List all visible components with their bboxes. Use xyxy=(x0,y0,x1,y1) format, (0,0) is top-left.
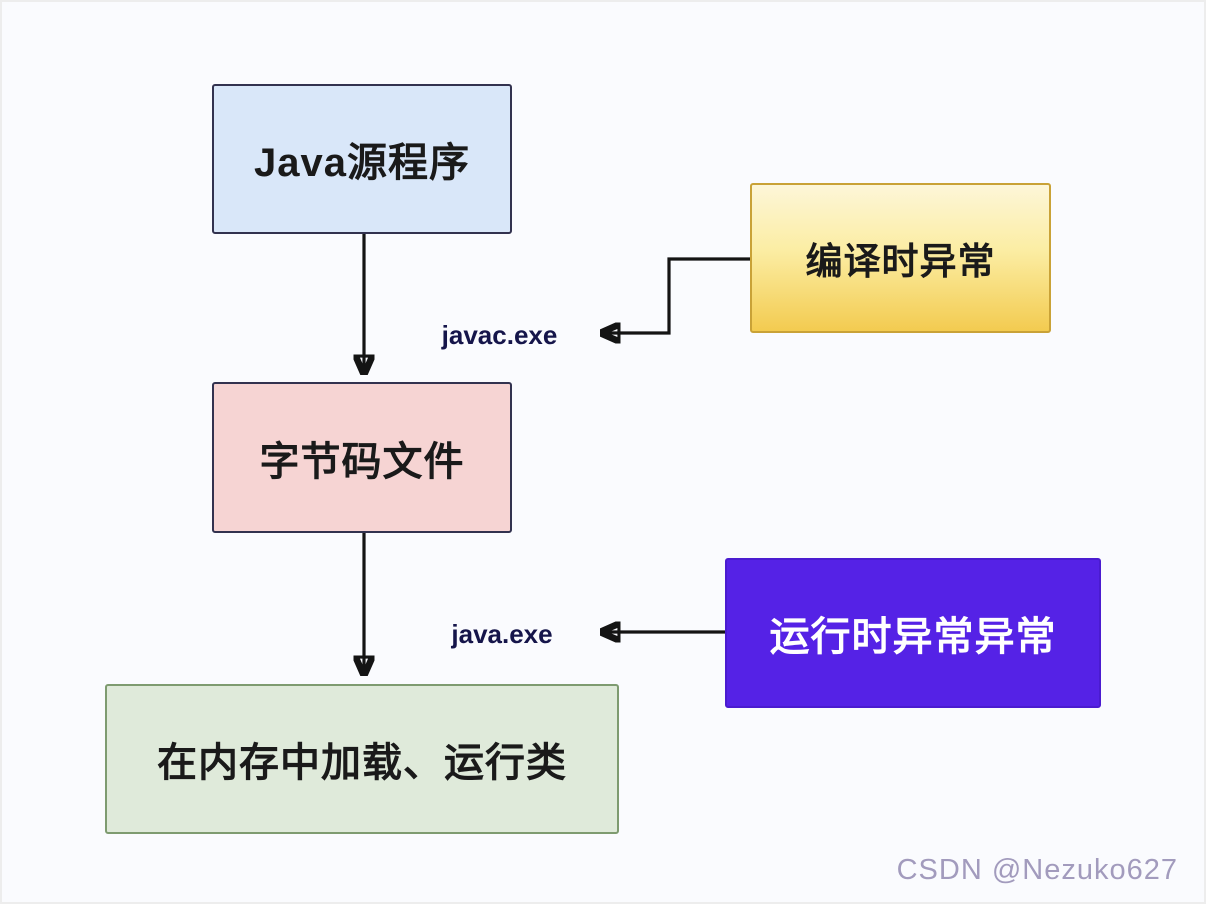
node-compile-time-exception-label: 编译时异常 xyxy=(805,241,996,282)
node-runtime-exception-label: 运行时异常异常 xyxy=(769,615,1057,659)
node-java-source: Java源程序 xyxy=(212,84,512,234)
node-compile-time-exception: 编译时异常 xyxy=(750,183,1051,333)
node-runtime-exception: 运行时异常异常 xyxy=(725,558,1101,708)
node-java-source-label: Java源程序 xyxy=(254,141,470,185)
edge-label-javac-exe: javac.exe xyxy=(441,320,558,350)
node-load-run-in-memory-label: 在内存中加载、运行类 xyxy=(157,741,567,785)
node-load-run-in-memory: 在内存中加载、运行类 xyxy=(105,684,619,834)
watermark: CSDN @Nezuko627 xyxy=(896,854,1178,886)
edge-label-java-exe: java.exe xyxy=(451,619,553,649)
node-bytecode-file-label: 字节码文件 xyxy=(259,439,465,484)
arrow-compile-exception-to-javac xyxy=(602,257,750,333)
node-bytecode-file: 字节码文件 xyxy=(212,382,512,533)
